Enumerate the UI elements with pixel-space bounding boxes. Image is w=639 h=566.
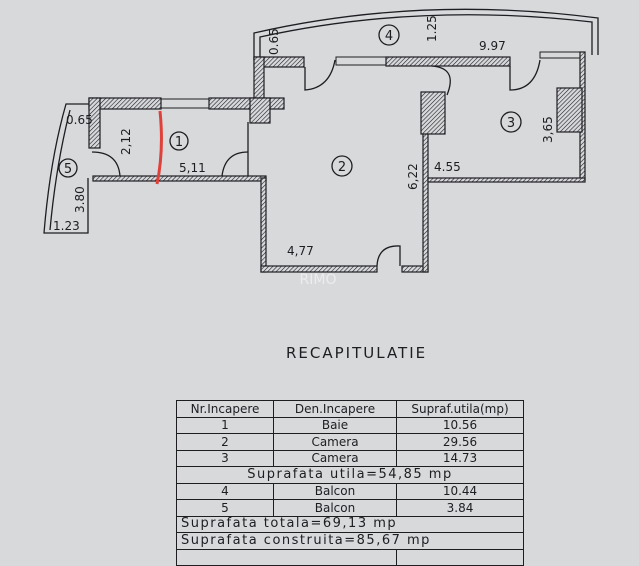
table-header: Nr.Incapere Den.Incapere Supraf.utila(mp… <box>176 400 524 418</box>
room-1-label: 1 <box>169 131 189 151</box>
dimension: 5,11 <box>179 161 206 175</box>
wall <box>420 91 446 135</box>
dimension: 2,12 <box>119 128 133 155</box>
window <box>539 51 581 59</box>
summary-title: RECAPITULATIE <box>286 344 428 362</box>
empty-row <box>176 548 524 566</box>
dimension: 6,22 <box>406 163 420 190</box>
svg-text:4: 4 <box>385 29 393 44</box>
wall <box>92 175 267 182</box>
door <box>221 151 249 177</box>
dimension: 4,77 <box>287 244 314 258</box>
cell: 3.84 <box>396 499 524 517</box>
header-cell: Den.Incapere <box>273 400 397 418</box>
room-2-label: 2 <box>331 155 353 177</box>
cell: 1 <box>176 416 274 434</box>
cell: Balcon <box>273 482 397 500</box>
header-cell: Nr.Incapere <box>176 400 274 418</box>
cell: 4 <box>176 482 274 500</box>
door <box>304 59 336 91</box>
dimension: 4.55 <box>434 160 461 174</box>
room-5-label: 5 <box>58 158 78 178</box>
svg-text:3: 3 <box>507 116 515 131</box>
marker-line <box>155 110 163 185</box>
watermark: RIMO <box>300 272 337 288</box>
total-row: Suprafata totala=69,13 mp <box>176 515 524 533</box>
room-4-label: 4 <box>378 24 400 46</box>
svg-text:1: 1 <box>175 135 183 150</box>
dimension: 1.25 <box>425 15 439 42</box>
cell: 5 <box>176 499 274 517</box>
window <box>160 98 210 109</box>
built-area: Suprafata construita=85,67 mp <box>176 532 524 550</box>
balcony-5-outline <box>43 103 89 234</box>
dimension: 3.80 <box>73 186 87 213</box>
cell: 10.56 <box>396 416 524 434</box>
useful-total: Suprafata utila=54,85 mp <box>176 466 524 484</box>
door <box>509 59 541 91</box>
useful-total-row: Suprafata utila=54,85 mp <box>176 466 524 484</box>
cell: 3 <box>176 449 274 467</box>
floor-plan: 1 2 3 4 5 0.65 1.25 9.97 0.65 2,12 5,11 … <box>43 8 599 288</box>
cell: 14.73 <box>396 449 524 467</box>
door <box>91 151 121 177</box>
balcony-5-inner <box>49 109 71 231</box>
door <box>431 65 451 96</box>
wall <box>249 97 271 124</box>
cell: 10.44 <box>396 482 524 500</box>
cell: 29.56 <box>396 433 524 451</box>
wall <box>260 265 378 273</box>
cell: Camera <box>273 433 397 451</box>
window <box>335 56 387 66</box>
room-3-label: 3 <box>500 111 522 133</box>
wall <box>556 87 583 133</box>
wall <box>385 56 511 67</box>
cell: Camera <box>273 449 397 467</box>
cell <box>396 548 524 566</box>
built-row: Suprafata construita=85,67 mp <box>176 532 524 550</box>
total-area: Suprafata totala=69,13 mp <box>176 515 524 533</box>
dimension: 0.65 <box>267 28 281 55</box>
wall <box>88 97 101 149</box>
dimension: 0.65 <box>66 113 93 127</box>
svg-text:2: 2 <box>338 160 346 175</box>
wall <box>427 177 586 183</box>
door <box>376 245 401 267</box>
balcony-4-outline <box>253 8 599 60</box>
dimension: 1.23 <box>53 219 80 233</box>
svg-text:5: 5 <box>64 162 72 177</box>
wall <box>260 177 267 273</box>
cell: 2 <box>176 433 274 451</box>
wall <box>208 97 285 110</box>
balcony-4-inner <box>259 14 593 58</box>
dimension: 3,65 <box>541 116 555 143</box>
dimension: 9.97 <box>479 39 506 53</box>
header-cell: Supraf.utila(mp) <box>396 400 524 418</box>
cell <box>176 548 397 566</box>
cell: Baie <box>273 416 397 434</box>
cell: Balcon <box>273 499 397 517</box>
summary-table: Nr.Incapere Den.Incapere Supraf.utila(mp… <box>176 400 524 566</box>
